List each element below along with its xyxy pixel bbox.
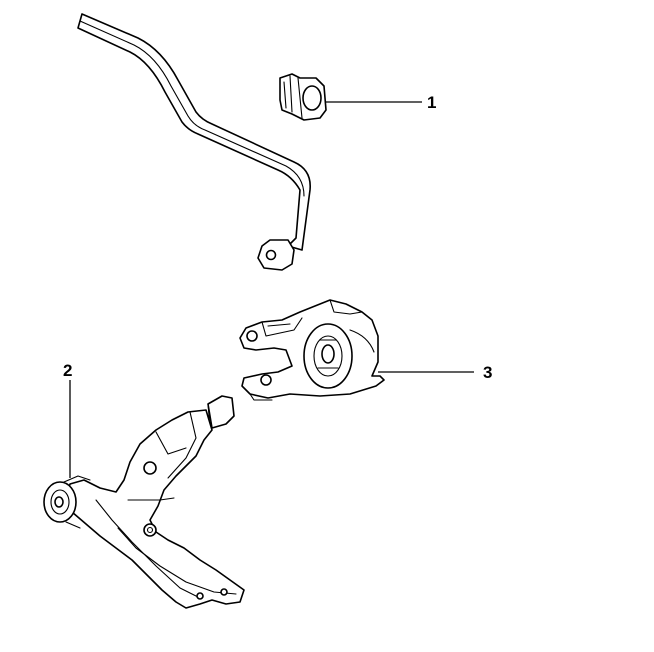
callout-label-1: 1 (427, 93, 436, 112)
stabilizer-bushing (279, 73, 327, 121)
stabilizer-bar (77, 13, 311, 271)
callout-label-3: 3 (483, 363, 492, 382)
lower-arm-bracket (239, 299, 385, 401)
lower-control-arm (43, 395, 245, 609)
callout-label-2: 2 (63, 361, 72, 380)
